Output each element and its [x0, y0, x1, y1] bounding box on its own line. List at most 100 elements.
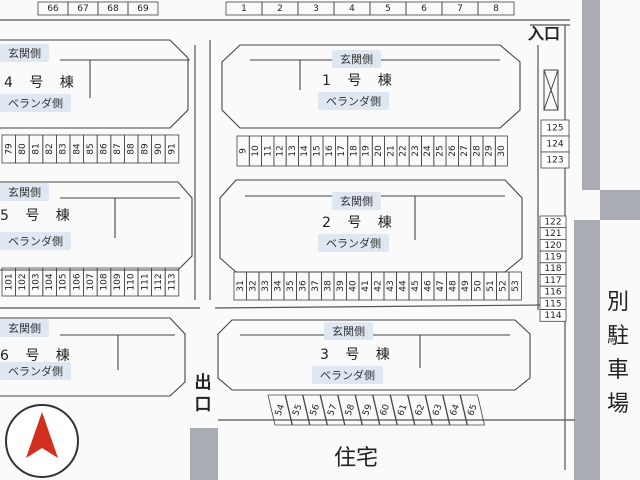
lot-number: 113	[168, 273, 178, 290]
lot-number: 36	[298, 280, 308, 292]
map-boundaries	[0, 19, 575, 470]
lot-number: 15	[312, 145, 322, 156]
lot-number: 110	[127, 273, 137, 290]
parking-space	[389, 394, 416, 426]
lot-number: 32	[248, 280, 258, 291]
lot-number: 54	[274, 403, 287, 417]
lot-number: 117	[544, 276, 561, 286]
lot-number: 66	[47, 4, 59, 14]
road-right-lower	[574, 220, 600, 480]
lot-number: 114	[544, 311, 561, 321]
lot-number: 16	[325, 145, 335, 157]
bldg5-title: 5 号 棟	[0, 208, 76, 224]
bldg1-front-label: 玄関側	[332, 50, 381, 68]
lot-number: 89	[140, 143, 150, 155]
lot-number: 51	[486, 280, 496, 291]
lot-number: 30	[497, 145, 507, 157]
lot-number: 87	[113, 143, 123, 154]
lot-number: 22	[399, 145, 409, 156]
lot-number: 10	[251, 145, 261, 157]
lot-number: 4	[349, 4, 355, 14]
lot-number: 82	[45, 143, 55, 154]
bldg4-title: 4 号 棟	[4, 75, 80, 91]
lot-number: 46	[423, 280, 433, 292]
lot-number: 38	[323, 280, 333, 292]
lot-number: 105	[59, 273, 69, 290]
lot-number: 14	[300, 145, 310, 157]
lot-number: 125	[546, 124, 563, 134]
parking-space	[337, 394, 363, 426]
parking-space	[267, 394, 293, 426]
lot-number: 11	[263, 145, 273, 156]
lot-number: 63	[431, 403, 444, 417]
lot-number: 23	[411, 145, 421, 156]
parking-space	[477, 1, 515, 16]
parking-space	[539, 309, 567, 322]
lot-number: 116	[544, 288, 561, 298]
road-exit	[190, 428, 218, 480]
lot-number: 21	[386, 145, 396, 156]
lot-number: 69	[137, 4, 149, 14]
parking-space	[494, 135, 508, 167]
parking-space	[459, 394, 486, 426]
lot-number: 42	[373, 280, 383, 291]
lot-number: 29	[485, 145, 495, 157]
lot-number: 34	[273, 280, 283, 292]
lot-number: 86	[100, 143, 110, 155]
lot-number: 56	[309, 403, 322, 417]
lot-number: 7	[457, 4, 463, 14]
lot-number: 9	[239, 148, 249, 154]
lots-top-left: 66 67 68 69	[37, 1, 159, 16]
road-right-connector	[600, 190, 640, 220]
lot-number: 28	[472, 145, 482, 157]
lot-number: 17	[337, 145, 347, 156]
bldg1-back-label: ベランダ側	[318, 92, 389, 110]
lot-number: 60	[379, 403, 392, 417]
lot-number: 35	[286, 280, 296, 291]
parking-space	[442, 394, 468, 426]
lot-number: 124	[546, 140, 563, 150]
lot-number: 79	[4, 143, 14, 155]
bldg5-front-label: 玄関側	[0, 183, 49, 201]
lot-number: 40	[348, 280, 358, 292]
lot-number: 13	[288, 145, 298, 156]
bldg3-title: 3 号 棟	[320, 347, 396, 363]
lot-number: 64	[449, 403, 462, 417]
bldg2-front-label: 玄関側	[332, 192, 381, 210]
lot-number: 26	[448, 145, 458, 157]
parking-space	[372, 394, 398, 426]
lot-number: 80	[18, 143, 28, 155]
parking-space	[354, 394, 381, 426]
lot-number: 119	[544, 252, 561, 262]
lot-number: 121	[544, 229, 561, 239]
lot-number: 104	[45, 273, 55, 290]
lot-number: 50	[473, 280, 483, 292]
lot-number: 81	[32, 143, 42, 154]
lot-number: 68	[107, 4, 119, 14]
entrance-marker	[543, 69, 559, 111]
lot-number: 52	[498, 280, 508, 291]
building-outlines	[0, 39, 531, 397]
parking-space	[407, 394, 433, 426]
lot-number: 1	[241, 4, 247, 14]
lot-number: 25	[435, 145, 445, 156]
parking-space	[508, 271, 522, 301]
lot-number: 111	[140, 273, 150, 290]
bldg3-back-label: ベランダ側	[312, 366, 383, 384]
separate-parking-label: 別駐車場	[606, 290, 629, 417]
lot-number: 45	[411, 280, 421, 291]
road-right-upper	[582, 0, 600, 190]
lot-number: 101	[4, 273, 14, 290]
bldg2-title: 2 号 棟	[322, 215, 398, 231]
lot-number: 122	[544, 217, 561, 227]
parking-space	[424, 394, 451, 426]
lot-number: 67	[77, 4, 88, 14]
lot-number: 18	[349, 145, 359, 157]
lot-number: 106	[72, 273, 82, 290]
lot-number: 109	[113, 273, 123, 290]
